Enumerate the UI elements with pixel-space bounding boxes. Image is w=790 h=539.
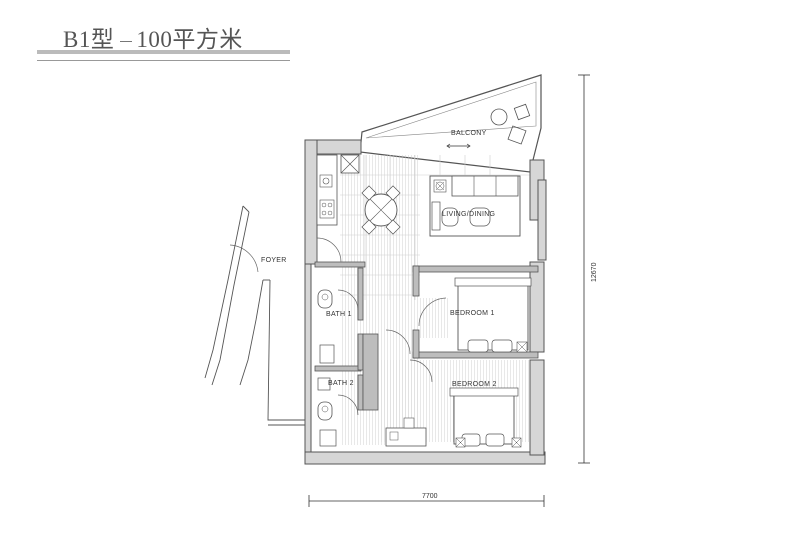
label-bath1: BATH 1 (326, 311, 352, 318)
title-dash (120, 41, 133, 42)
bath-fixtures (317, 289, 337, 447)
kitchen-counter (316, 154, 360, 226)
living-sofa (429, 175, 521, 237)
height-dimension-label: 12670 (591, 262, 598, 282)
bedroom1-bed (454, 277, 532, 353)
title-rule-thick (37, 50, 290, 54)
plan-type-label: B1型 (63, 27, 115, 52)
label-living-dining: LIVING/DINING (442, 211, 495, 218)
label-bedroom2: BEDROOM 2 (452, 381, 497, 388)
plan-title: B1型 100平方米 (63, 20, 243, 54)
interior-walls (314, 261, 539, 411)
label-bedroom1: BEDROOM 1 (450, 310, 495, 317)
label-foyer: FOYER (261, 257, 287, 264)
balcony-chair (513, 103, 531, 121)
width-dimension-label: 7700 (422, 493, 438, 500)
bedroom1-floor-patch (420, 298, 448, 338)
width-dimension: 7700 (308, 493, 545, 507)
label-bath2: BATH 2 (328, 380, 354, 387)
plan-area-label: 100平方米 (136, 27, 243, 52)
exterior-walls (304, 139, 547, 465)
height-dimension: 12670 (578, 74, 598, 464)
door-swings (229, 237, 447, 416)
label-balcony: BALCONY (451, 130, 487, 137)
balcony-chair (507, 125, 527, 145)
balcony-table (490, 108, 508, 126)
title-rule-thin (37, 60, 290, 61)
dining-table (361, 185, 401, 235)
bedroom2-bed (385, 387, 522, 448)
foyer-corridor (204, 205, 305, 426)
